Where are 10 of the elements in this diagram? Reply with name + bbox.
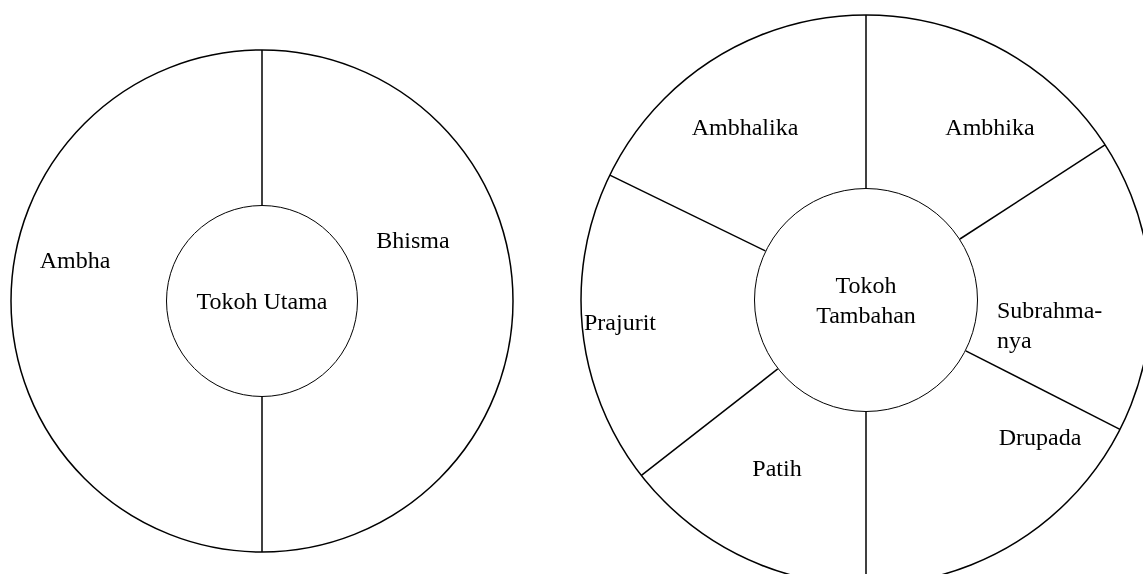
circle-label: Tokoh Tambahan: [815, 271, 917, 330]
segment-label: Drupada: [998, 422, 1082, 452]
segment-label: Ambhalika: [691, 112, 799, 142]
segment-label: Ambhika: [945, 112, 1035, 142]
circle-label: Tokoh Utama: [195, 287, 329, 316]
segment-label: Prajurit: [584, 307, 656, 337]
segment-label: Subrahma-nya: [997, 295, 1109, 355]
segment-label: Patih: [752, 453, 802, 483]
segment-label: Ambha: [39, 245, 111, 275]
segment-label: Bhisma: [376, 225, 450, 255]
